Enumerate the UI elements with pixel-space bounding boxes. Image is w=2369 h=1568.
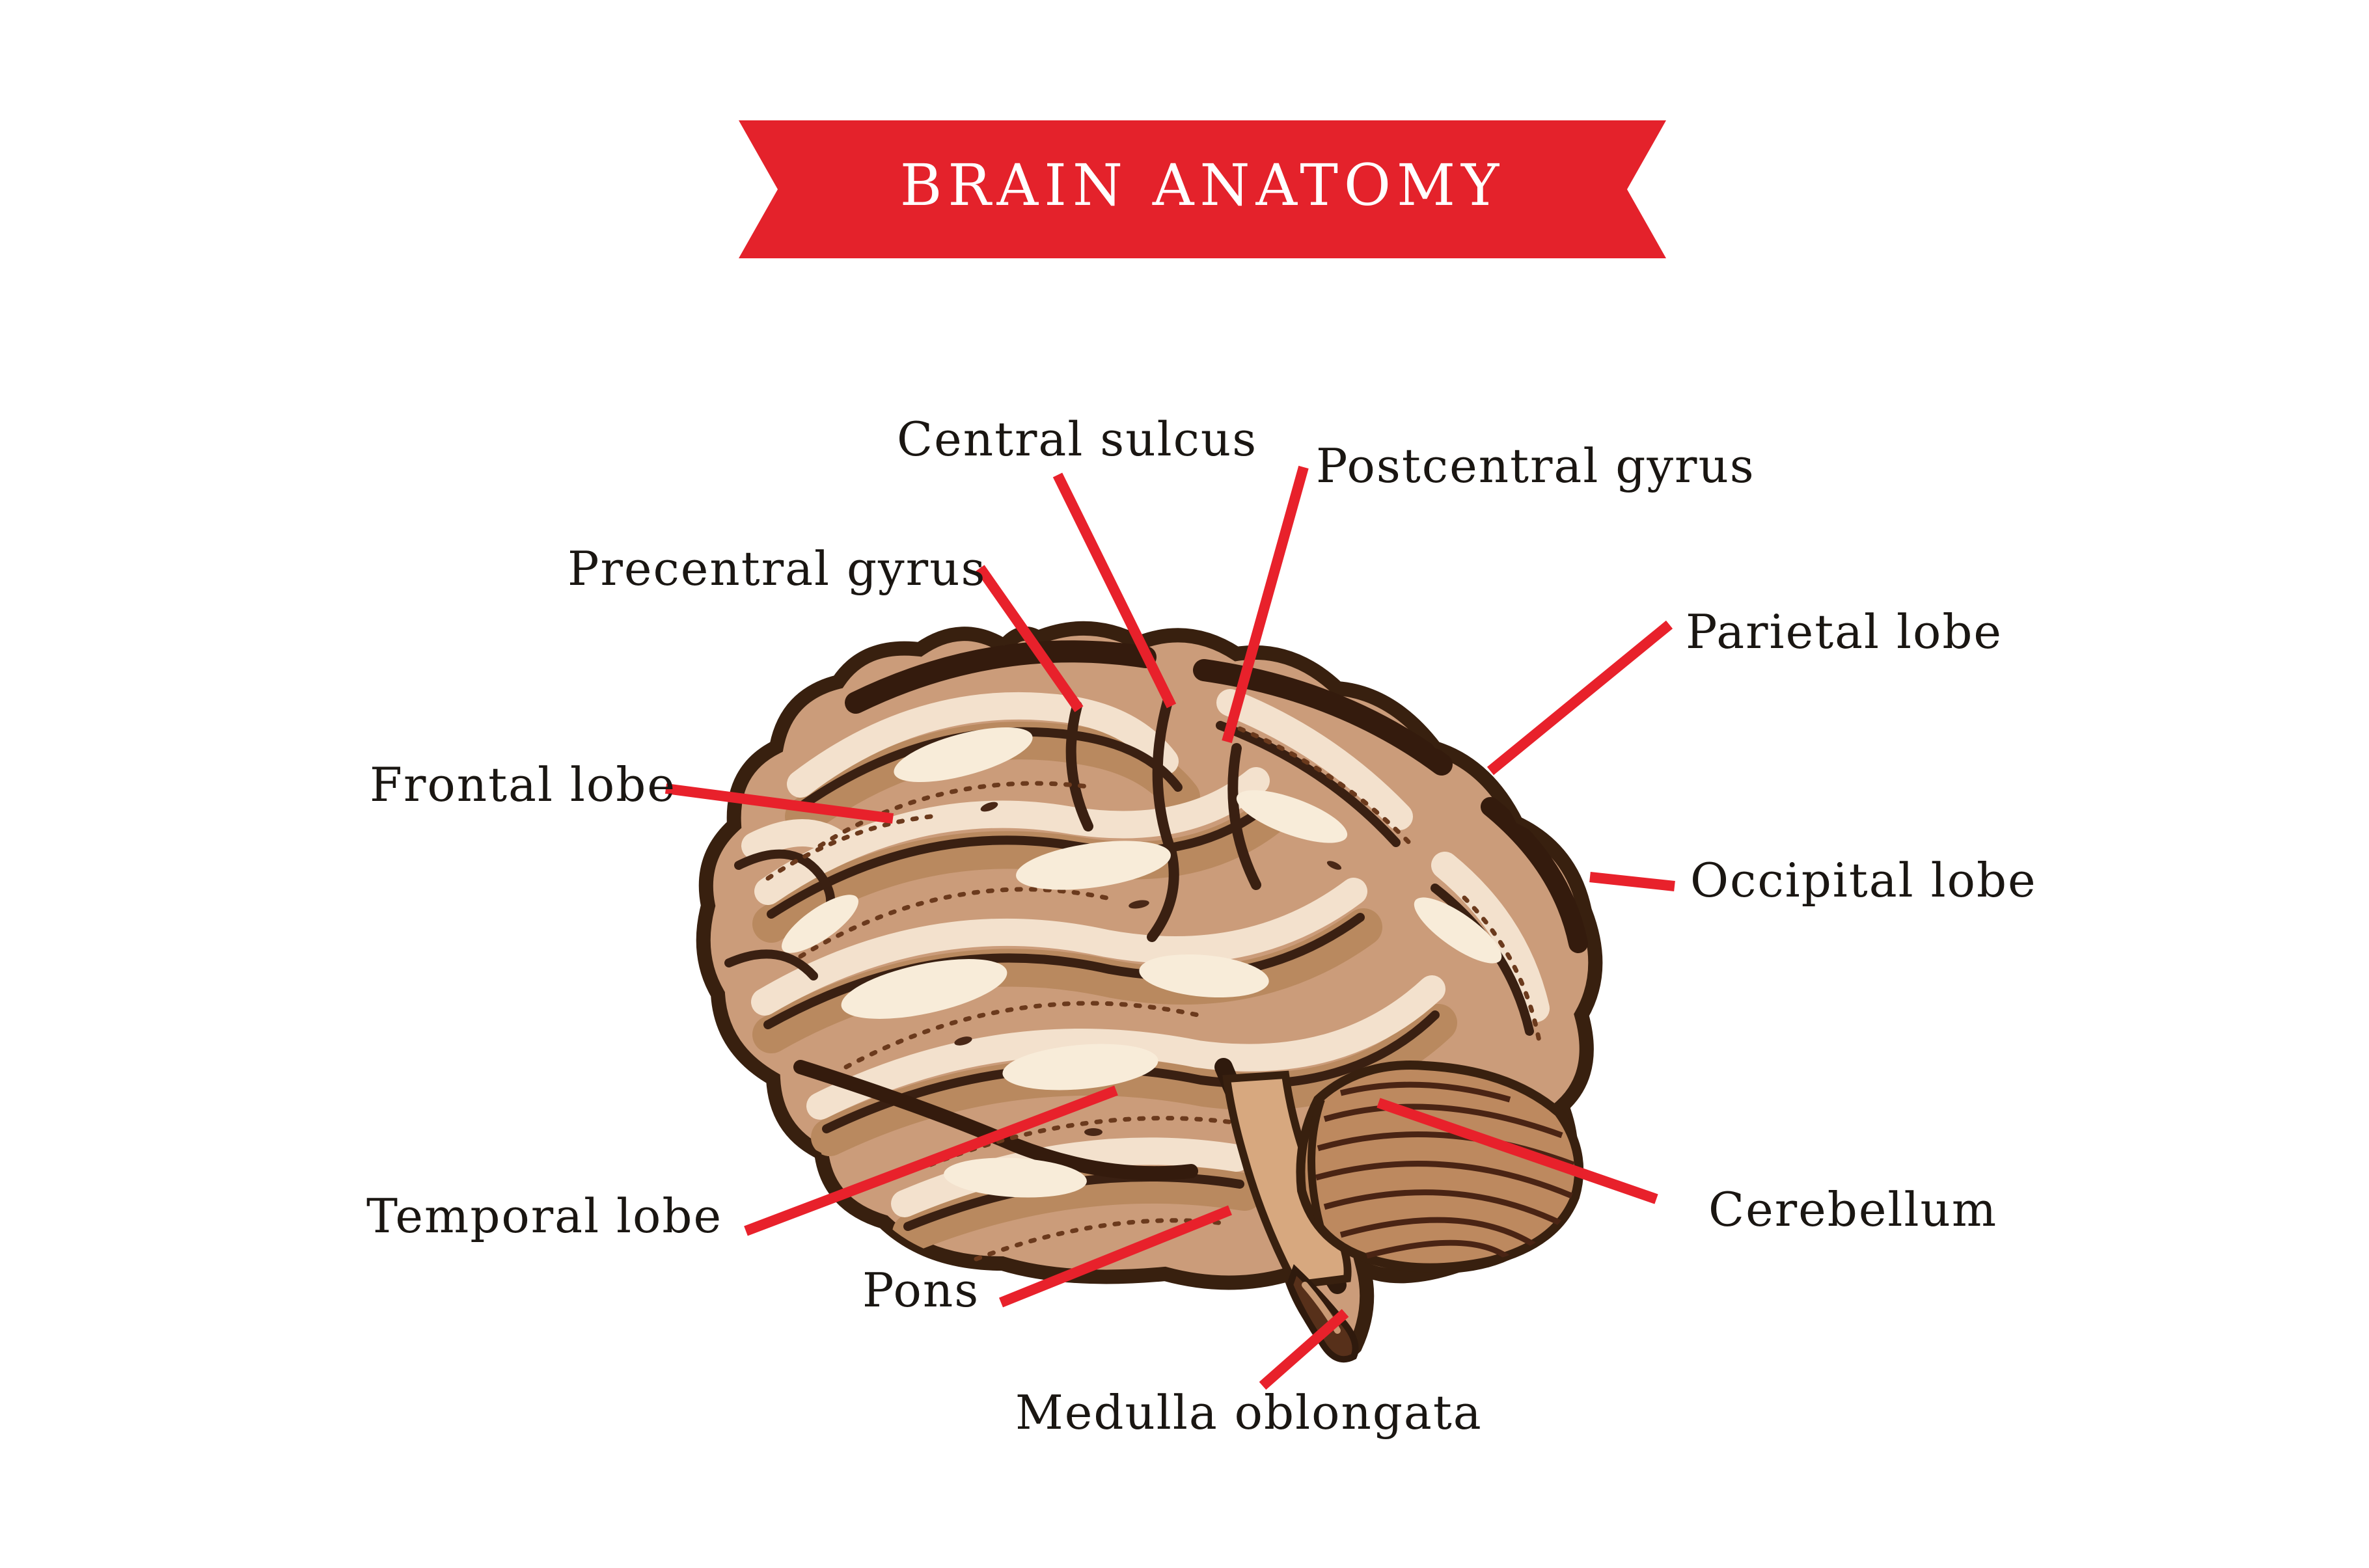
label-frontal-lobe: Frontal lobe [370, 757, 676, 812]
leader-occipital-lobe [1589, 872, 1675, 891]
gyri-highlights [782, 727, 1502, 1198]
label-central-sulcus: Central sulcus [897, 412, 1258, 466]
label-cerebellum: Cerebellum [1708, 1182, 1998, 1237]
label-medulla-oblongata: Medulla oblongata [1015, 1385, 1483, 1440]
page-title: BRAIN ANATOMY [899, 152, 1505, 219]
label-parietal-lobe: Parietal lobe [1686, 604, 2003, 659]
label-occipital-lobe: Occipital lobe [1690, 853, 2037, 908]
leader-lines [664, 465, 1675, 1390]
label-pons: Pons [862, 1263, 980, 1318]
leader-parietal-lobe [1486, 620, 1673, 776]
brain-illustration [696, 621, 1603, 1363]
title-banner: BRAIN ANATOMY [739, 120, 1666, 258]
leader-cerebellum [1376, 1098, 1658, 1204]
cerebellum-shape [1296, 1061, 1584, 1273]
leader-central-sulcus [1052, 472, 1177, 709]
leader-precentral-gyrus [976, 565, 1084, 712]
label-temporal-lobe: Temporal lobe [366, 1189, 723, 1243]
leader-postcentral-gyrus [1222, 465, 1309, 744]
cerebrum-gyri [724, 640, 1588, 1262]
leader-frontal-lobe [664, 783, 894, 824]
label-postcentral-gyrus: Postcentral gyrus [1316, 439, 1755, 493]
label-precentral-gyrus: Precentral gyrus [568, 541, 987, 596]
leader-pons [999, 1205, 1232, 1308]
leader-temporal-lobe [744, 1085, 1118, 1236]
leader-medulla-oblongata [1259, 1308, 1349, 1390]
